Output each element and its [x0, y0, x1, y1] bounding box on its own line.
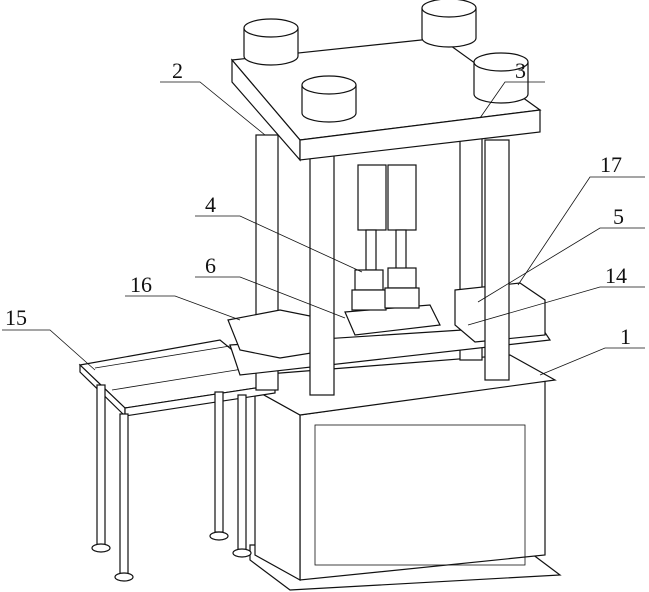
press-heads	[352, 165, 419, 310]
label-14: 14	[605, 263, 627, 288]
label-3: 3	[515, 58, 526, 83]
label-4: 4	[205, 192, 216, 217]
label-5: 5	[613, 204, 624, 229]
label-17: 17	[600, 152, 622, 177]
label-6: 6	[205, 253, 216, 278]
label-16: 16	[130, 272, 152, 297]
label-1: 1	[620, 324, 631, 349]
base-cabinet-side	[255, 390, 300, 580]
column-front-right	[485, 140, 509, 380]
label-15: 15	[5, 305, 27, 330]
table-legs	[92, 385, 251, 581]
column-front-left	[310, 150, 334, 395]
label-2: 2	[172, 58, 183, 83]
